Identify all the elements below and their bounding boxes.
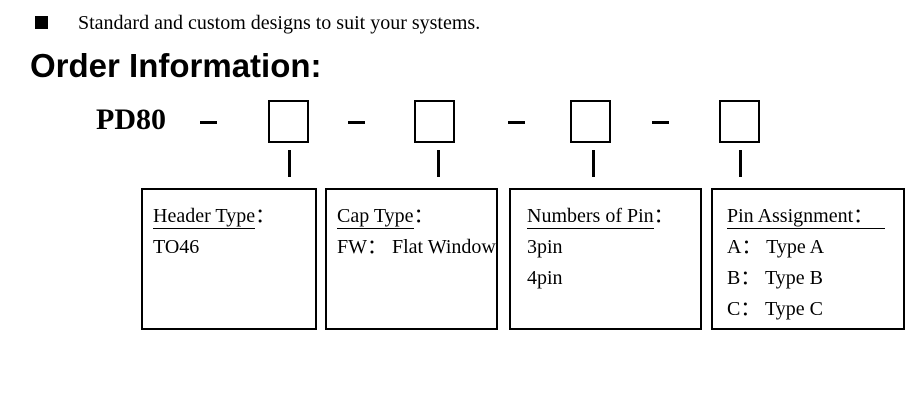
pin-assignment-box: Pin Assignment： A： Type A B： Type B C： T… — [711, 188, 905, 330]
header-type-box: Header Type： TO46 — [141, 188, 317, 330]
numbers-of-pin-box: Numbers of Pin： 3pin 4pin — [509, 188, 702, 330]
box-title: Cap Type： — [337, 201, 496, 232]
box-option-line: B： Type B — [727, 267, 824, 289]
box-title-label: Numbers of Pin — [527, 205, 654, 229]
box-title-colon: ： — [653, 205, 674, 227]
code-placeholder-box-2 — [414, 100, 455, 143]
dash-separator-icon — [508, 121, 525, 124]
dash-separator-icon — [348, 121, 365, 124]
part-number-prefix: PD80 — [96, 103, 166, 136]
connector-line — [288, 150, 291, 177]
connector-line — [739, 150, 742, 177]
box-title-colon: ： — [413, 205, 434, 227]
bullet-text: Standard and custom designs to suit your… — [78, 12, 481, 34]
box-option-line: A： Type A — [727, 236, 825, 258]
box-title-label: Header Type — [153, 205, 256, 229]
connector-line — [437, 150, 440, 177]
box-title-label: Pin Assignment： — [727, 205, 886, 229]
connector-line — [592, 150, 595, 177]
box-title: Header Type： — [153, 201, 275, 232]
box-title: Pin Assignment： — [727, 201, 886, 232]
box-option-line: TO46 — [153, 236, 200, 258]
page-title: Order Information: — [30, 47, 322, 84]
dash-separator-icon — [200, 121, 217, 124]
box-title: Numbers of Pin： — [527, 201, 674, 232]
box-option-line: C： Type C — [727, 298, 824, 320]
code-placeholder-box-1 — [268, 100, 309, 143]
dash-separator-icon — [652, 121, 669, 124]
box-option-line: 4pin — [527, 267, 563, 289]
code-placeholder-box-4 — [719, 100, 760, 143]
cap-type-box: Cap Type： FW： Flat Window — [325, 188, 498, 330]
code-placeholder-box-3 — [570, 100, 611, 143]
box-title-label: Cap Type — [337, 205, 414, 229]
box-option-line: 3pin — [527, 236, 563, 258]
box-option-line: FW： Flat Window — [337, 236, 496, 258]
bullet-square-icon — [35, 16, 48, 29]
box-title-colon: ： — [255, 205, 276, 227]
